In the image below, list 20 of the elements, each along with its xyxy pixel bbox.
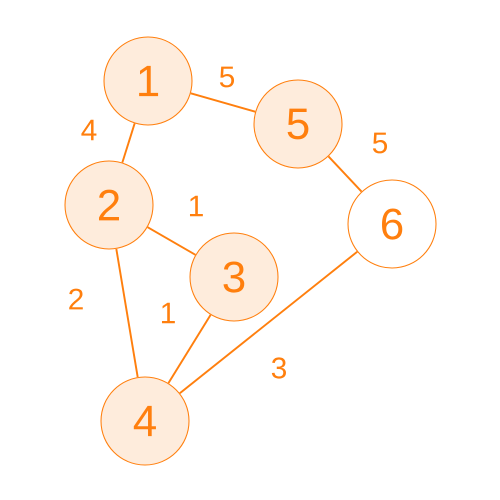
circle-node: 5 (253, 79, 343, 169)
connector-line (115, 248, 139, 378)
connector-line (190, 92, 256, 113)
connector-line (121, 123, 136, 163)
edge-label: 2 (69, 288, 83, 310)
circle-node: 4 (100, 376, 190, 466)
circle-node: 1 (103, 36, 193, 126)
edge-label: 3 (272, 357, 286, 379)
connector-line (168, 314, 212, 384)
edge-label: 1 (162, 302, 175, 324)
edge-label: 1 (190, 196, 203, 216)
connector-line (179, 251, 358, 394)
edge-label: 4 (81, 120, 96, 140)
circle-node: 2 (64, 160, 154, 250)
circle-node: 3 (189, 232, 279, 322)
connector-line (147, 226, 196, 256)
circle-node: 6 (347, 179, 437, 269)
edge-label: 5 (220, 66, 234, 88)
connector-line (328, 156, 362, 192)
edge-label: 5 (372, 132, 388, 154)
